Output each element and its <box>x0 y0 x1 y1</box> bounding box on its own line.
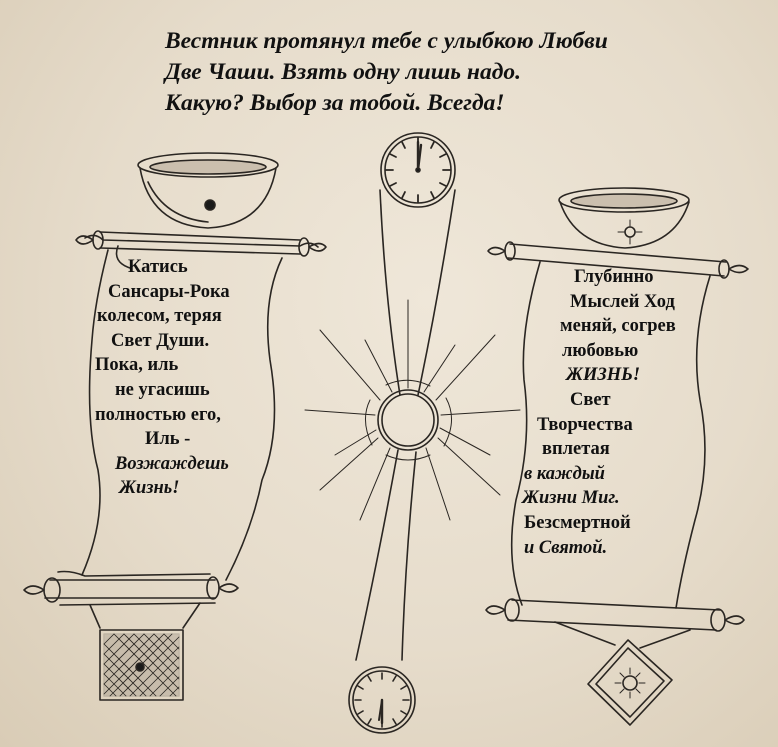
verse-line: Иль - <box>145 429 191 450</box>
verse-line: и Святой. <box>524 537 608 558</box>
verse-line: колесом, теряя <box>97 306 222 327</box>
headline-line: Две Чаши. Взять одну лишь надо. <box>165 59 521 85</box>
verse-line: любовью <box>562 340 639 361</box>
verse-line: Жизнь! <box>119 478 180 499</box>
left-scroll-verse: Катись Сансары-Рока колесом, теряя Свет … <box>95 255 230 501</box>
verse-line: Возжаждешь <box>115 453 229 474</box>
verse-line: полностью его, <box>95 404 221 425</box>
bottom-clock-icon <box>348 666 416 734</box>
right-scroll-icon <box>485 241 749 649</box>
verse-line: Мыслей Ход <box>570 291 675 312</box>
verse-line: меняй, согрев <box>560 316 676 337</box>
verse-line: ЖИЗНЬ! <box>566 365 641 386</box>
verse-line: Творчества <box>537 414 633 435</box>
verse-line: Сансары-Рока <box>108 281 230 302</box>
headline-line: Какую? Выбор за тобой. Всегда! <box>165 90 505 116</box>
verse-line: не угасишь <box>115 379 210 400</box>
right-scroll-verse: Глубинно Мыслей Ход меняй, согрев любовь… <box>522 265 676 560</box>
verse-line: в каждый <box>524 463 605 484</box>
diamond-pendant-icon <box>587 639 673 726</box>
top-clock-icon <box>380 132 456 208</box>
hatched-box-icon <box>99 629 184 701</box>
headline-line: Вестник протянул тебе с улыбкою Любви <box>165 28 608 54</box>
left-scroll-icon <box>23 230 327 629</box>
verse-line: Жизни Миг. <box>522 488 620 509</box>
headline: Вестник протянул тебе с улыбкою Любви Дв… <box>165 26 608 119</box>
verse-line: Глубинно <box>574 267 654 287</box>
verse-line: Свет <box>570 389 611 410</box>
right-bowl-icon <box>558 187 690 249</box>
verse-line: Безсмертной <box>524 512 631 533</box>
left-bowl-icon <box>137 152 279 229</box>
pendulum-sun-icon <box>304 189 521 661</box>
verse-line: Пока, иль <box>95 355 179 376</box>
verse-line: вплетая <box>542 439 610 460</box>
verse-line: Катись <box>128 257 188 277</box>
verse-line: Свет Души. <box>111 330 210 351</box>
